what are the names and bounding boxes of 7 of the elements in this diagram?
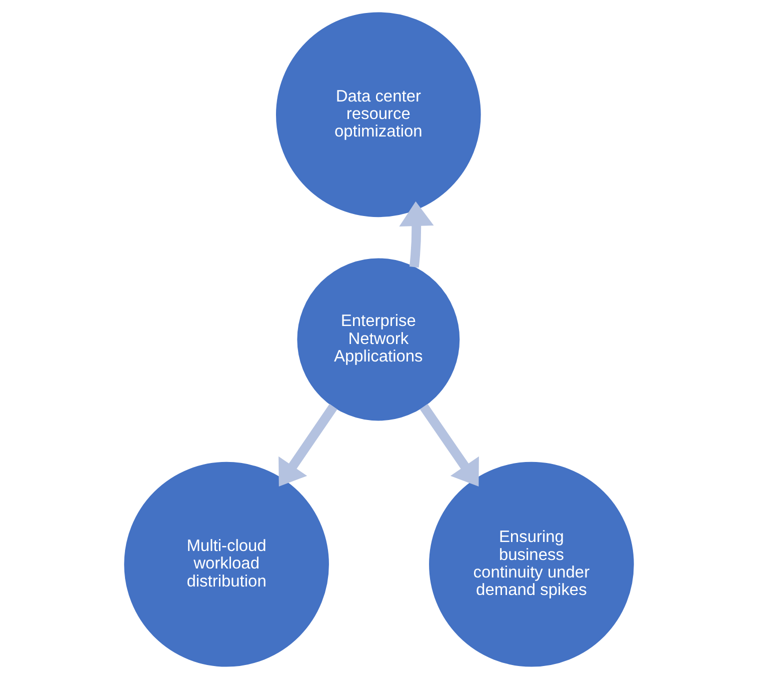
arrow xyxy=(398,201,434,268)
node-circle: Multi-cloud workload distribution xyxy=(124,462,328,667)
node-circle: Ensuring business continuity under demand spikes xyxy=(428,462,634,667)
node-circle: Data center resource optimization xyxy=(275,12,480,218)
arrow xyxy=(278,404,337,486)
node-circle: Enterprise Network Applications xyxy=(296,258,460,421)
arrow xyxy=(419,404,478,486)
